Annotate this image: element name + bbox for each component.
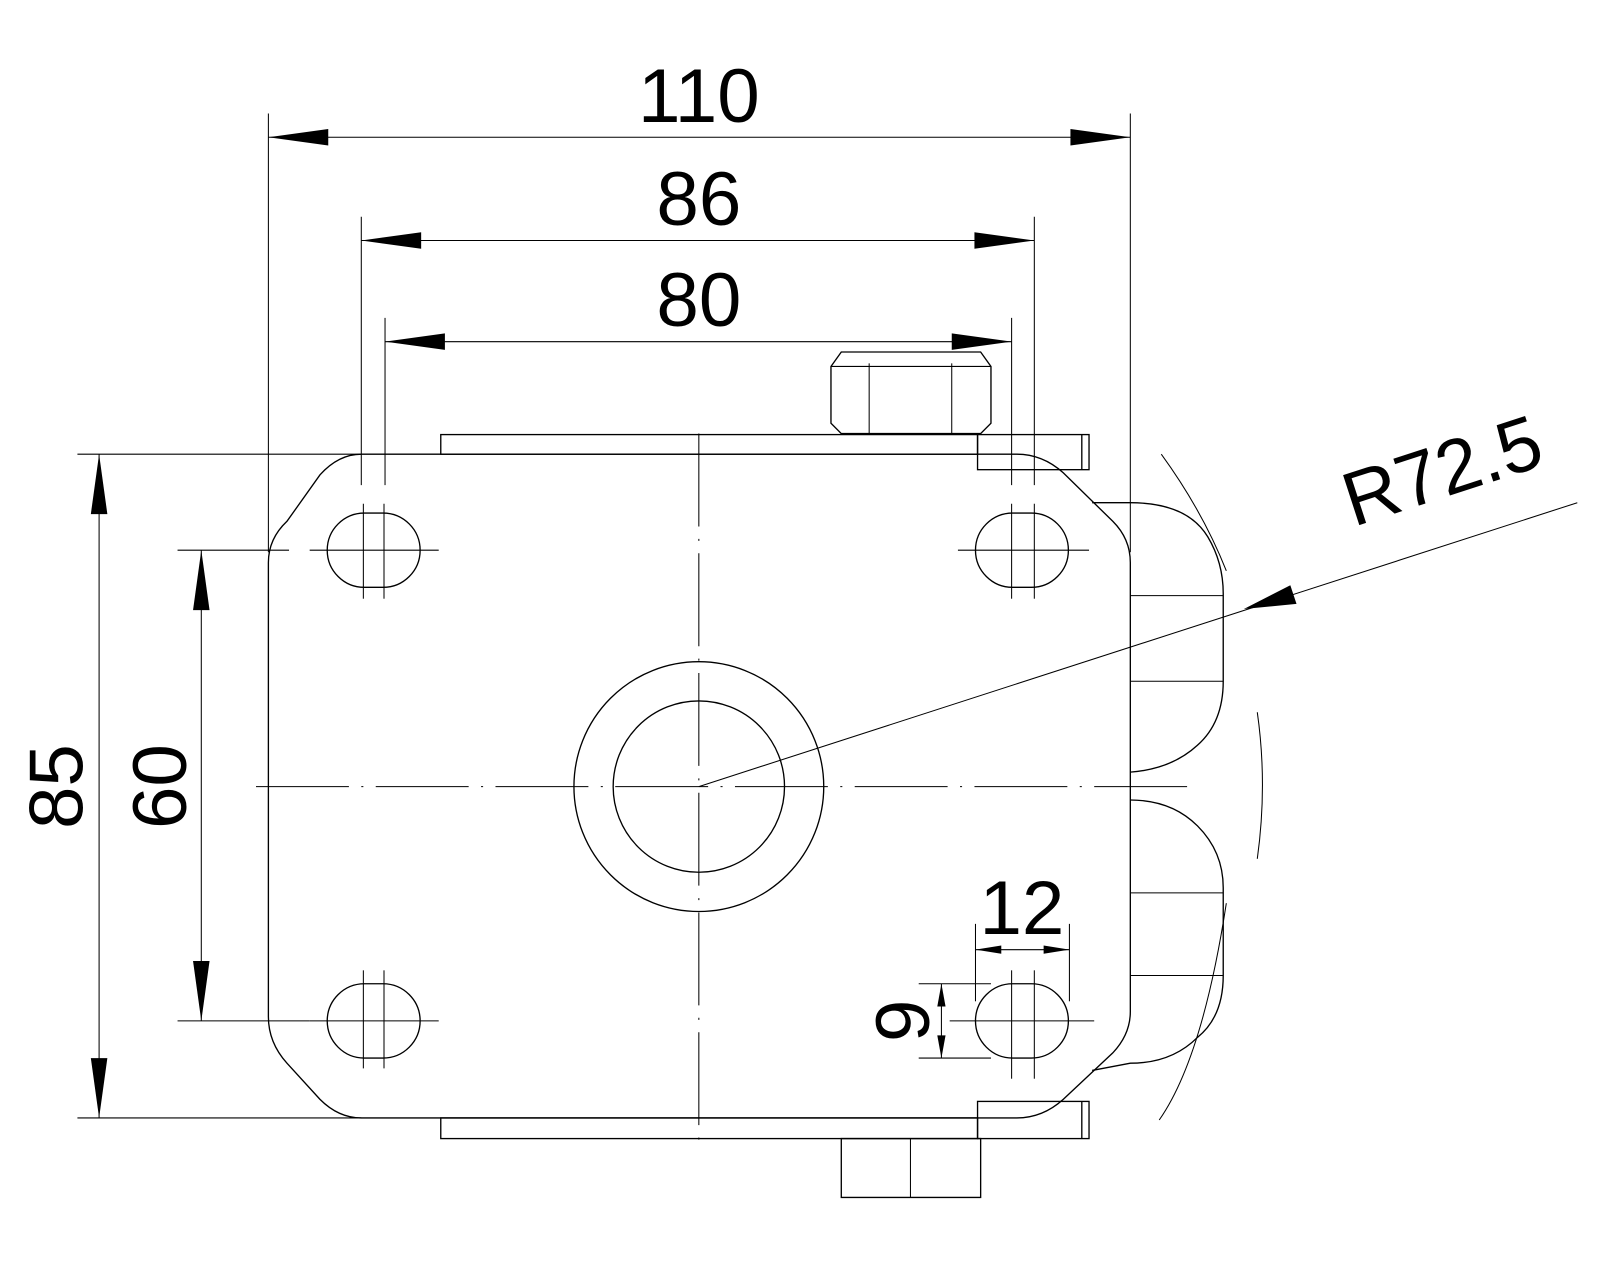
dim-label-86: 86 bbox=[656, 157, 741, 242]
slot-top-right bbox=[957, 503, 1090, 599]
dim-label-60: 60 bbox=[118, 744, 203, 829]
dim-85: 85 bbox=[15, 454, 108, 1118]
mounting-slots bbox=[309, 503, 1095, 1079]
hex-nut-top bbox=[830, 351, 992, 435]
extension-lines bbox=[77, 113, 1131, 1119]
dim-12: 12 bbox=[975, 866, 1070, 954]
centerlines bbox=[256, 433, 1188, 1146]
dim-9: 9 bbox=[861, 983, 946, 1059]
side-lobes bbox=[1092, 453, 1263, 1121]
flange-body bbox=[267, 433, 1131, 1140]
slot-bottom-left bbox=[309, 970, 439, 1069]
dim-label-80: 80 bbox=[656, 258, 741, 343]
dim-60: 60 bbox=[118, 550, 210, 1021]
hex-nut-bottom bbox=[840, 1137, 982, 1199]
dim-label-110: 110 bbox=[638, 54, 760, 139]
slot-top-left bbox=[309, 503, 439, 599]
dim-label-12: 12 bbox=[979, 866, 1064, 951]
dim-86: 86 bbox=[361, 157, 1035, 249]
dim-radius: R72.5 bbox=[698, 399, 1578, 788]
dim-80: 80 bbox=[385, 258, 1012, 350]
dim-label-9: 9 bbox=[861, 1000, 946, 1042]
dim-label-85: 85 bbox=[15, 744, 100, 829]
dim-110: 110 bbox=[268, 54, 1131, 146]
slot-bottom-right bbox=[949, 970, 1095, 1079]
